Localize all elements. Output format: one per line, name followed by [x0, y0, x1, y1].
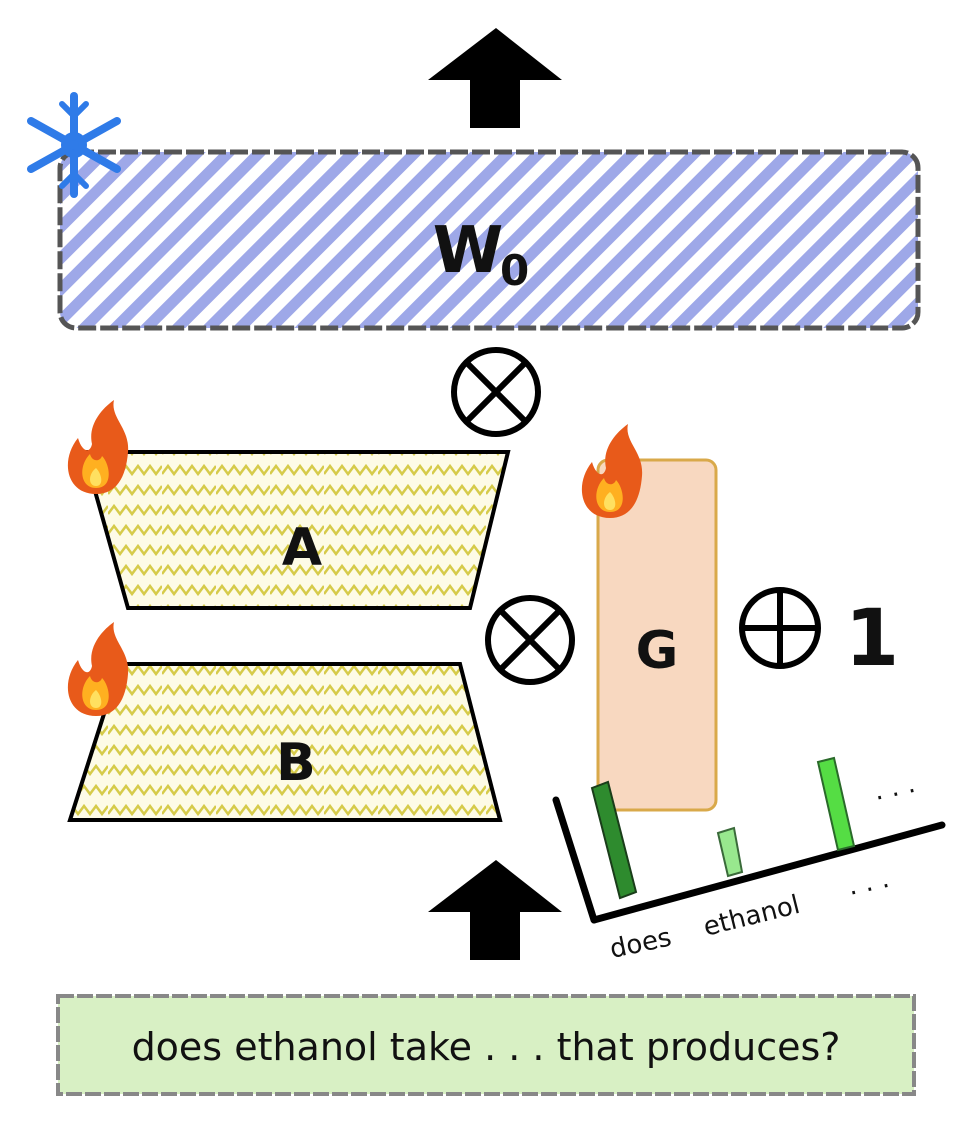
- frozen-weight-label: W: [433, 214, 504, 288]
- frozen-weight-block: W 0: [57, 149, 921, 331]
- chart-ellipsis-upper: . . .: [871, 769, 918, 807]
- snowflake-icon: [27, 92, 121, 198]
- output-arrow-icon: [428, 28, 562, 128]
- input-sentence: does ethanol take . . . that produces?: [132, 1025, 841, 1069]
- chart-x-axis: [590, 821, 946, 924]
- token-label-does: does: [607, 923, 674, 965]
- fire-icon-b: [67, 622, 129, 716]
- add-constant: 1: [845, 594, 899, 684]
- token-label-ethanol: ethanol: [700, 890, 803, 943]
- input-text-box: does ethanol take . . . that produces?: [56, 994, 916, 1096]
- multiply-operator-top: [451, 347, 541, 437]
- gate-label: G: [636, 621, 679, 681]
- input-arrow-icon: [428, 860, 562, 960]
- lora-matrix-a: A: [81, 450, 511, 610]
- add-operator: [739, 587, 821, 669]
- matrix-b-label: B: [276, 733, 316, 793]
- matrix-a-label: A: [282, 518, 322, 578]
- token-bar-third: [816, 756, 856, 852]
- fire-icon-a: [67, 400, 129, 494]
- chart-y-axis: [552, 796, 598, 924]
- gate-block: G: [596, 458, 718, 812]
- lora-matrix-b: B: [67, 662, 503, 822]
- fire-icon-gate: [581, 424, 643, 518]
- token-bar-does: [590, 780, 638, 900]
- token-bar-ethanol: [716, 826, 744, 878]
- frozen-weight-subscript: 0: [500, 246, 529, 295]
- multiply-operator-middle: [485, 595, 575, 685]
- chart-ellipsis-lower: . . .: [845, 864, 892, 902]
